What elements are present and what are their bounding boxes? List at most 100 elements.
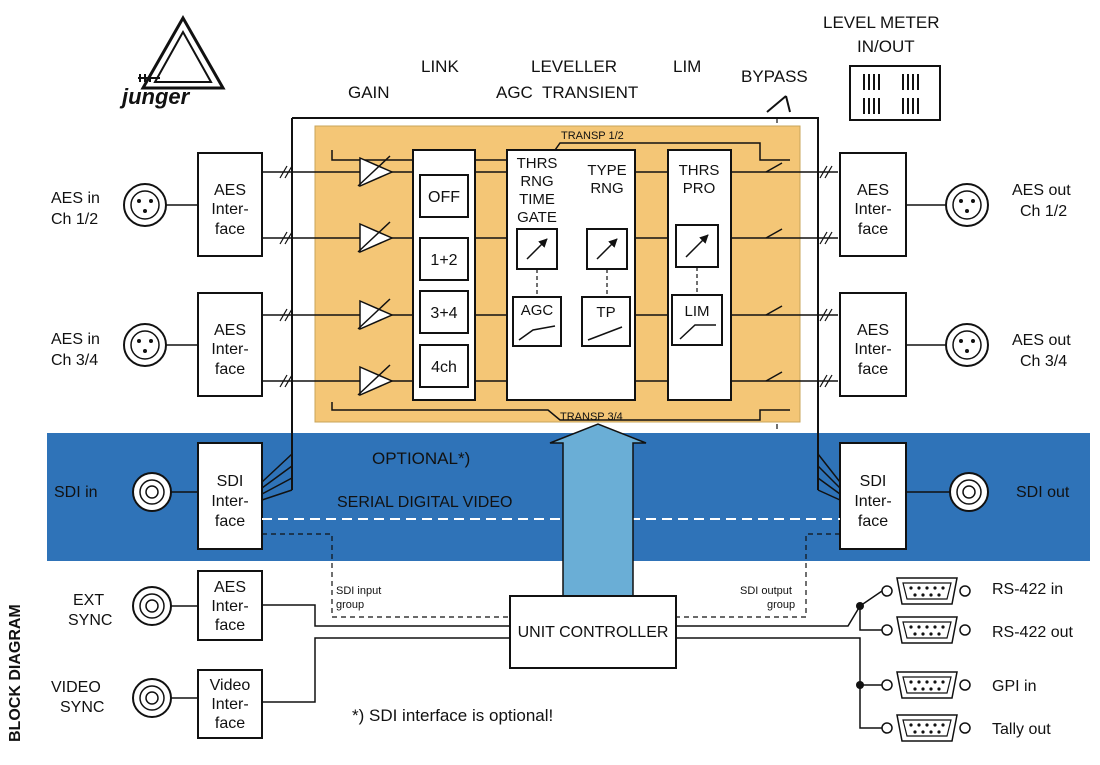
aes-interface-sync: AES Inter- face (197, 570, 263, 641)
svg-text:AES: AES (214, 182, 246, 199)
sidebar-title: BLOCK DIAGRAM (7, 604, 24, 742)
sdi-in-connector-icon[interactable] (132, 472, 172, 512)
transp-top-label: TRANSP 1/2 (561, 130, 624, 142)
serial-digital-video-label: SERIAL DIGITAL VIDEO (337, 494, 512, 511)
aes-interface-in-34: AES Inter- face (197, 292, 263, 397)
svg-text:4ch: 4ch (431, 359, 457, 376)
aes-in-34-label-1: AES in (51, 331, 100, 348)
svg-text:1+2: 1+2 (430, 252, 457, 269)
svg-text:face: face (215, 221, 245, 238)
transp-bottom-label: TRANSP 3/4 (560, 411, 623, 423)
tp-label: TP (596, 304, 615, 321)
logo-wordmark: junger (119, 84, 191, 109)
video-sync-label-2: SYNC (60, 699, 104, 716)
lim-param-thrs: THRS (679, 162, 720, 179)
limiter-panel (667, 149, 732, 401)
svg-text:3+4: 3+4 (430, 305, 457, 322)
aes-in-12-connector-icon[interactable] (123, 183, 167, 227)
sdi-interface-out: SDI Inter- face (839, 442, 907, 550)
sdi-interface-in: SDI Inter- face (197, 442, 263, 550)
svg-text:face: face (858, 361, 888, 378)
header-leveller: LEVELLER (531, 57, 617, 76)
svg-text:face: face (215, 361, 245, 378)
leveller-param-gate: GATE (517, 209, 557, 226)
svg-text:face: face (215, 513, 245, 530)
agc-label: AGC (521, 302, 554, 319)
svg-text:face: face (858, 221, 888, 238)
svg-text:AES: AES (857, 182, 889, 199)
leveller-param-rng: RNG (520, 173, 553, 190)
sdi-output-group-label-2: group (767, 599, 795, 611)
level-meter-icon (849, 65, 941, 121)
ext-sync-label-1: EXT (73, 592, 104, 609)
aes-out-12-label-1: AES out (1012, 182, 1071, 199)
svg-text:Inter-: Inter- (211, 598, 248, 615)
link-button-34[interactable]: 3+4 (419, 290, 469, 334)
link-button-off[interactable]: OFF (419, 174, 469, 218)
header-level-meter-line1: LEVEL METER (823, 13, 940, 32)
aes-in-12-label-1: AES in (51, 190, 100, 207)
svg-text:UNIT CONTROLLER: UNIT CONTROLLER (518, 624, 669, 641)
svg-text:Inter-: Inter- (854, 201, 891, 218)
aes-out-12-label-2: Ch 1/2 (1020, 203, 1067, 220)
aes-interface-in-12: AES Inter- face (197, 152, 263, 257)
rs422-out-label: RS-422 out (992, 624, 1073, 641)
svg-text:Inter-: Inter- (211, 696, 248, 713)
header-bypass: BYPASS (741, 67, 808, 86)
control-arrow-icon (549, 423, 647, 599)
aes-in-34-label-2: Ch 3/4 (51, 352, 98, 369)
header-level-meter-line2: IN/OUT (857, 37, 915, 56)
transient-knob-icon[interactable] (586, 228, 628, 270)
header-lim: LIM (673, 57, 701, 76)
optional-label: OPTIONAL*) (372, 449, 470, 468)
svg-text:Inter-: Inter- (854, 493, 891, 510)
unit-controller: UNIT CONTROLLER (509, 595, 677, 669)
link-button-12[interactable]: 1+2 (419, 237, 469, 281)
svg-text:AES: AES (214, 579, 246, 596)
aes-out-34-label-2: Ch 3/4 (1020, 353, 1067, 370)
leveller-param-thrs: THRS (517, 155, 558, 172)
link-button-4ch[interactable]: 4ch (419, 344, 469, 388)
header-gain: GAIN (348, 83, 390, 102)
svg-text:Inter-: Inter- (211, 341, 248, 358)
tally-out-connector-icon[interactable] (896, 714, 958, 742)
svg-text:SDI: SDI (217, 473, 244, 490)
video-sync-connector-icon[interactable] (132, 678, 172, 718)
transient-param-type: TYPE (587, 162, 626, 179)
sdi-output-group-label-1: SDI output (740, 585, 792, 597)
sdi-in-label: SDI in (54, 484, 98, 501)
svg-text:Inter-: Inter- (854, 341, 891, 358)
header-agc-transient: AGC TRANSIENT (496, 83, 638, 102)
ext-sync-connector-icon[interactable] (132, 586, 172, 626)
aes-in-12-label-2: Ch 1/2 (51, 211, 98, 228)
rs422-in-connector-icon[interactable] (896, 577, 958, 605)
sdi-out-connector-icon[interactable] (949, 472, 989, 512)
svg-text:face: face (858, 513, 888, 530)
svg-text:face: face (215, 715, 245, 732)
aes-out-34-label-1: AES out (1012, 332, 1071, 349)
svg-text:SDI: SDI (860, 473, 887, 490)
sdi-input-group-label-2: group (336, 599, 364, 611)
lim-label: LIM (684, 303, 709, 320)
svg-text:face: face (215, 617, 245, 634)
lim-module (671, 294, 723, 346)
gpi-in-connector-icon[interactable] (896, 671, 958, 699)
aes-interface-out-34: AES Inter- face (839, 292, 907, 397)
sdi-input-group-label-1: SDI input (336, 585, 381, 597)
gpi-in-label: GPI in (992, 678, 1036, 695)
svg-text:Inter-: Inter- (211, 201, 248, 218)
footnote: *) SDI interface is optional! (352, 706, 553, 725)
tally-out-label: Tally out (992, 721, 1051, 738)
aes-out-34-connector-icon[interactable] (945, 323, 989, 367)
rs422-out-connector-icon[interactable] (896, 616, 958, 644)
svg-text:OFF: OFF (428, 189, 460, 206)
aes-in-34-connector-icon[interactable] (123, 323, 167, 367)
svg-text:Inter-: Inter- (211, 493, 248, 510)
header-link: LINK (421, 57, 459, 76)
svg-text:AES: AES (857, 322, 889, 339)
leveller-panel (506, 149, 636, 401)
aes-out-12-connector-icon[interactable] (945, 183, 989, 227)
transient-param-rng: RNG (590, 180, 623, 197)
video-interface-sync: Video Inter- face (197, 669, 263, 739)
